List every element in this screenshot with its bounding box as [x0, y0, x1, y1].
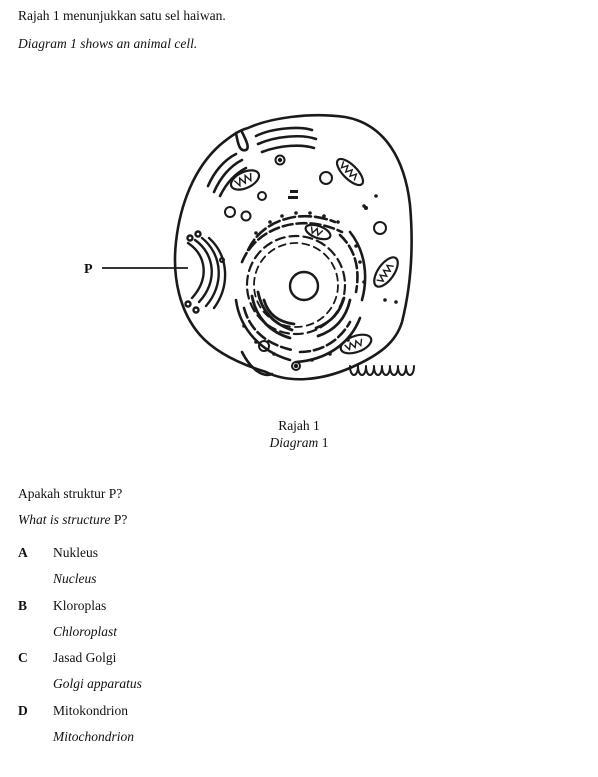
- label-p: P: [84, 262, 93, 277]
- nucleolus: [288, 270, 320, 302]
- option-a-english: Nucleus: [53, 571, 97, 586]
- option-c-malay: Jasad Golgi: [53, 650, 117, 665]
- question-english-tail: P?: [113, 512, 128, 527]
- option-c-letter: C: [18, 650, 28, 665]
- mitochondria: [229, 157, 399, 355]
- intro-english: Diagram 1 shows an animal cell.: [18, 36, 198, 51]
- option-b-letter: B: [18, 598, 28, 613]
- nucleus: [245, 234, 347, 336]
- question-english-italic: What is structure: [18, 512, 111, 527]
- option-d-malay: Mitokondrion: [53, 703, 129, 718]
- golgi-apparatus: [184, 230, 227, 314]
- intro-malay: Rajah 1 menunjukkan satu sel haiwan.: [18, 8, 226, 23]
- option-d-english: Mitochondrion: [53, 729, 134, 744]
- caption-english-num: 1: [321, 435, 329, 450]
- option-a-letter: A: [18, 545, 28, 560]
- cell-membrane: [173, 113, 413, 381]
- caption-english: Diagram 1: [0, 435, 598, 451]
- option-a-malay: Nukleus: [53, 545, 98, 560]
- option-d-letter: D: [18, 703, 28, 718]
- microvilli: [349, 365, 415, 376]
- question-malay: Apakah struktur P?: [18, 486, 123, 501]
- option-b-malay: Kloroplas: [53, 598, 107, 613]
- caption-malay: Rajah 1: [278, 418, 320, 433]
- caption-english-word: Diagram: [269, 435, 319, 450]
- option-c-english: Golgi apparatus: [53, 676, 142, 691]
- animal-cell-diagram: P: [84, 113, 415, 381]
- question-english: What is structure P?: [18, 512, 127, 528]
- option-b-english: Chloroplast: [53, 624, 118, 639]
